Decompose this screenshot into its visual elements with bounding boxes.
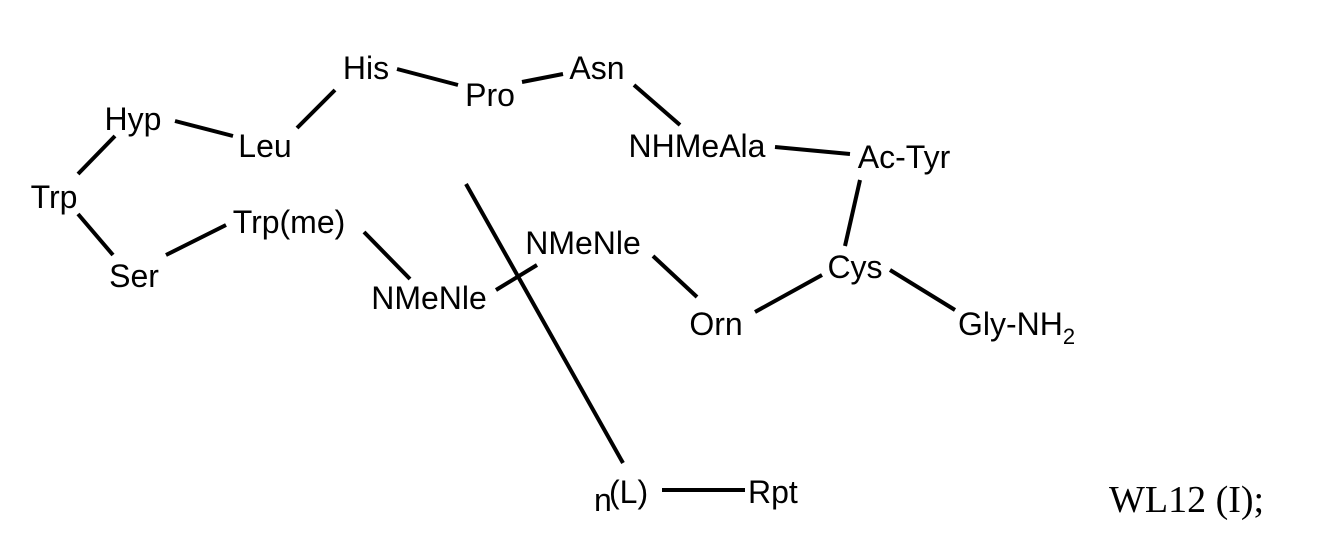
residue-nhmeala: NHMeAla	[629, 128, 766, 164]
bond-leu-his	[297, 90, 335, 128]
residue-his: His	[343, 50, 389, 86]
residue-asn: Asn	[569, 50, 624, 86]
bond-orn-cys	[755, 275, 822, 312]
residue-cys: Cys	[827, 249, 882, 285]
residue-gly-nh2-main: Gly-NH	[958, 306, 1063, 342]
residue-gly-nh2-subscript: 2	[1063, 324, 1075, 349]
bonds	[78, 69, 955, 490]
bond-nhmeala-actyr	[775, 147, 850, 154]
residue-nmenle-lower: NMeNle	[371, 280, 487, 316]
residue-gly-nh2: Gly-NH2	[958, 306, 1075, 349]
bond-trp-hyp	[78, 136, 115, 174]
linker-group: n (L) Rpt	[594, 474, 798, 518]
residue-actyr: Ac-Tyr	[858, 139, 951, 175]
bond-trp-ser	[78, 214, 113, 255]
residue-labels: His Pro Asn Hyp Leu NHMeAla Ac-Tyr Trp T…	[31, 50, 1076, 349]
residue-orn: Orn	[689, 306, 742, 342]
bond-trpme-nmenle-lower	[364, 232, 410, 279]
bond-cys-gly	[890, 270, 955, 310]
compound-label: WL12 (I);	[1109, 479, 1264, 521]
bond-his-pro	[397, 69, 458, 85]
linker-l: (L)	[609, 474, 648, 510]
residue-ser: Ser	[109, 258, 159, 294]
bond-asn-nhmeala	[634, 85, 680, 125]
bond-cys-actyr	[845, 180, 860, 246]
bond-hyp-leu	[175, 121, 233, 136]
residue-trpme: Trp(me)	[233, 204, 346, 240]
bond-ser-trpme	[166, 225, 226, 255]
residue-pro: Pro	[465, 77, 515, 113]
residue-hyp: Hyp	[105, 101, 162, 137]
bond-pro-asn	[522, 74, 563, 82]
residue-trp: Trp	[31, 179, 78, 215]
residue-leu: Leu	[238, 128, 291, 164]
bond-nmenle-upper-orn	[653, 256, 697, 297]
residue-nmenle-upper: NMeNle	[525, 225, 641, 261]
radiolabel-rpt: Rpt	[748, 474, 798, 510]
